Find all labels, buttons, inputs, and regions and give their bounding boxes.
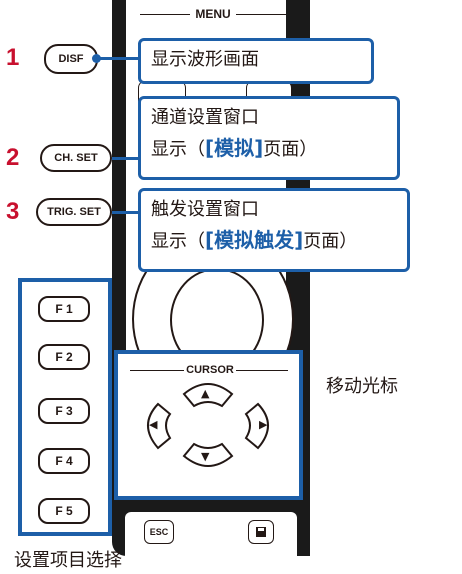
callout-display-waveform: 显示波形画面 [138, 38, 374, 84]
callout-text: 显示波形画面 [151, 49, 259, 70]
page-name-highlight: [模拟触发] [205, 228, 304, 252]
function-keys-group: F 1 F 2 F 3 F 4 F 5 [18, 278, 112, 536]
callout-text-line2: 显示（[模拟触发]页面） [151, 228, 358, 252]
up-arrow-icon[interactable]: ▲ [201, 387, 210, 400]
callout-text-line1: 触发设置窗口 [151, 199, 259, 220]
callout-leader [98, 57, 140, 60]
cursor-keys [147, 383, 269, 467]
step-number-1: 1 [6, 44, 20, 71]
down-arrow-icon[interactable]: ▼ [201, 450, 210, 463]
callout-dot [92, 54, 101, 63]
callout-channel-settings: 通道设置窗口 显示（[模拟]页面） [138, 96, 400, 180]
function-keys-caption: 设置项目选择 [14, 550, 122, 571]
left-arrow-icon[interactable]: ◀ [149, 418, 158, 431]
f1-key[interactable]: F 1 [38, 296, 90, 322]
step-number-2: 2 [6, 144, 20, 171]
callout-leader [112, 211, 140, 214]
esc-button[interactable]: ESC [144, 520, 174, 544]
callout-text-line2: 显示（[模拟]页面） [151, 136, 318, 160]
menu-label: MENU [190, 5, 236, 23]
left-key-outline [147, 402, 172, 450]
cursor-caption: 移动光标 [326, 376, 398, 397]
f4-key[interactable]: F 4 [38, 448, 90, 474]
f5-key[interactable]: F 5 [38, 498, 90, 524]
right-arrow-icon[interactable]: ▶ [259, 418, 268, 431]
up-key-outline [182, 383, 234, 408]
ch-set-button[interactable]: CH. SET [40, 144, 112, 172]
f3-key[interactable]: F 3 [38, 398, 90, 424]
page-name-highlight: [模拟] [205, 136, 264, 160]
cursor-keys-group: CURSOR ▲ ▼ ◀ ▶ [114, 350, 303, 500]
callout-leader [112, 157, 140, 160]
cursor-label: CURSOR [184, 362, 236, 378]
save-button[interactable] [248, 520, 274, 544]
down-key-outline [182, 442, 234, 467]
step-number-3: 3 [6, 198, 20, 225]
trig-set-button[interactable]: TRIG. SET [36, 198, 112, 226]
disp-button[interactable]: DISF [44, 44, 98, 74]
right-key-outline [244, 402, 269, 450]
f2-key[interactable]: F 2 [38, 344, 90, 370]
callout-trigger-settings: 触发设置窗口 显示（[模拟触发]页面） [138, 188, 410, 272]
callout-text-line1: 通道设置窗口 [151, 107, 259, 128]
save-icon [256, 527, 266, 537]
